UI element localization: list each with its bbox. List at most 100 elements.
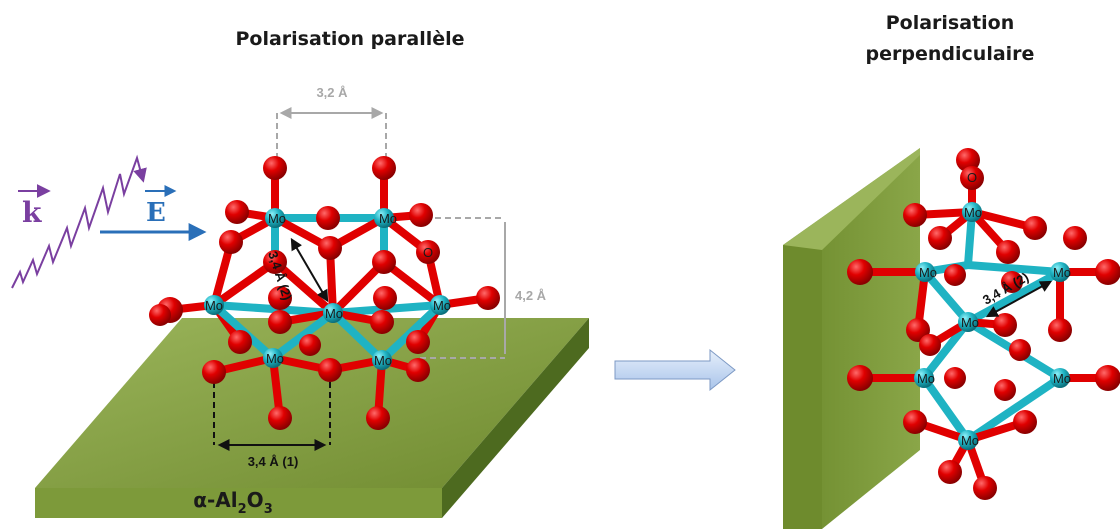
molecule-perpendicular: O Mo Mo Mo Mo Mo Mo Mo 3,4 Å (2) [847,148,1120,500]
mo-atom [265,208,285,228]
o-atom [960,166,984,190]
o-label: O [423,245,433,260]
o-atom [268,286,292,310]
mo-atom [958,312,978,332]
o-atom [316,206,340,230]
o-atom [944,264,966,286]
o-atom [1048,318,1072,342]
mo-atom [323,303,343,323]
mo-atom [263,348,283,368]
o-atom [847,259,873,285]
diagonal-distance-arrow [290,237,329,303]
o-atom [370,310,394,334]
o-label: O [967,170,977,185]
molecule-parallel: Mo Mo Mo Mo Mo Mo Mo O 3,4 Å (2) [149,156,500,430]
substrate-label: α-Al2O3 [193,488,272,517]
title-perpendicular-line2: perpendiculaire [865,43,1035,65]
o-atom [149,304,171,326]
o-atom [973,476,997,500]
o-atom [366,406,390,430]
o-atom [476,286,500,310]
mo-label: Mo [1053,371,1071,386]
atom-labels-parallel: Mo Mo Mo Mo Mo Mo Mo O [205,211,451,368]
o-atom [1095,365,1120,391]
o-atom [318,236,342,260]
mo-label: Mo [205,298,223,313]
o-atom [903,203,927,227]
oxygen-atoms-parallel [149,156,500,430]
mo-atom [914,368,934,388]
mo-label: Mo [379,211,397,226]
transition-arrow [614,348,736,392]
k-vector-label: k [22,196,42,229]
o-atom [1023,216,1047,240]
mo-atom [915,262,935,282]
o-atom [944,367,966,389]
o-atom [919,334,941,356]
o-atom [928,226,952,250]
o-atom [268,406,292,430]
mo-atom [372,350,392,370]
o-atom [409,203,433,227]
mo-label: Mo [374,353,392,368]
o-atom [1063,226,1087,250]
o-atom [318,358,342,382]
mo-label: Mo [1053,265,1071,280]
diagonal-distance-arrow-right [985,280,1053,318]
distance-label-bottom: 3,4 Å (1) [248,454,299,469]
mo-label: Mo [268,211,286,226]
dimension-annotations: 3,2 Å 4,2 Å 3,4 Å (1) [213,85,547,469]
o-atom [847,365,873,391]
o-atom [263,250,287,274]
mo-label: Mo [961,433,979,448]
o-atom [993,313,1017,337]
distance-label-top: 3,2 Å [316,85,348,100]
o-atom [228,330,252,354]
o-atom [373,286,397,310]
incident-light: k E [11,154,207,289]
title-parallel: Polarisation parallèle [235,28,465,50]
o-atom [1009,339,1031,361]
mo-label: Mo [917,371,935,386]
mo-label: Mo [919,265,937,280]
distance-label-side: 4,2 Å [515,288,547,303]
o-atom [994,379,1016,401]
mo-atom [962,202,982,222]
o-atom [956,148,980,172]
o-atom [406,358,430,382]
o-atom [416,240,440,264]
molybdenum-atoms-perpendicular [914,202,1070,450]
mo-atom [1050,262,1070,282]
mo-atom [204,295,224,315]
title-perpendicular: Polarisation perpendiculaire [780,8,1120,70]
molybdenum-atoms-parallel [204,208,450,370]
o-atom [938,460,962,484]
substrate-wall [783,148,920,529]
mo-atom [374,208,394,228]
o-atom [903,410,927,434]
o-atom [202,360,226,384]
mo-atom [430,295,450,315]
o-atom [1095,259,1120,285]
mo-atom [958,430,978,450]
e-field-label: E [146,198,166,228]
mo-atom [1050,368,1070,388]
title-perpendicular-line1: Polarisation [885,12,1015,34]
o-atom [219,230,243,254]
atom-labels-perpendicular: O Mo Mo Mo Mo Mo Mo Mo [917,170,1071,448]
mo-label: Mo [325,306,343,321]
mo-label: Mo [961,315,979,330]
o-atom [268,310,292,334]
mo-label: Mo [433,298,451,313]
substrate-slab [35,318,589,518]
wave-vector-path [11,154,147,289]
o-atom [1013,410,1037,434]
o-atom [372,250,396,274]
o-atom [406,330,430,354]
mo-label: Mo [266,351,284,366]
o-atom [225,200,249,224]
mo-label: Mo [964,205,982,220]
o-atom [263,156,287,180]
o-atom [372,156,396,180]
